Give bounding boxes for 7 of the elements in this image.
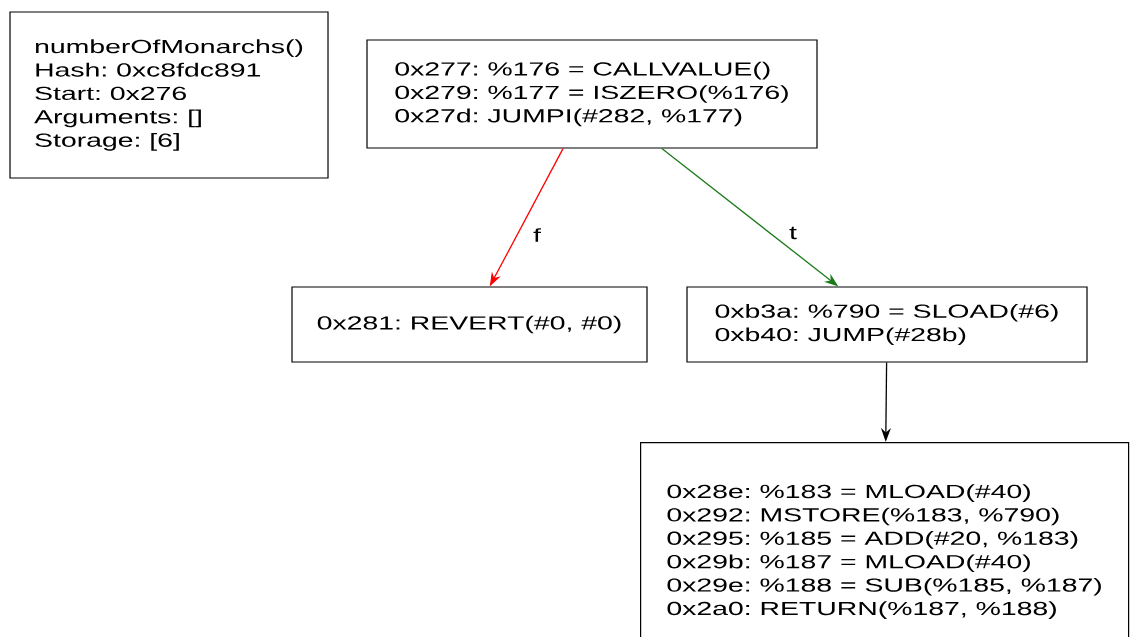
code-box: 0x28e: %183 = MLOAD(#40) 0x292: MSTORE(%183, %790) 0x295: %185 = ADD(#20, %183) 0x29b: %187 = MLOAD(#40) 0x29e: %188 = SUB(%185, %187) 0x2a0: RETURN(%187, %188) [640, 442, 1130, 637]
edge-label: t [787, 224, 799, 242]
code-box: 0xb3a: %790 = SLOAD(#6) 0xb40: JUMP(#28b) [686, 286, 1088, 363]
code-box: 0x281: REVERT(#0, #0) [291, 286, 648, 363]
edge-label: f [531, 226, 543, 244]
code-box: numberOfMonarchs() Hash: 0xc8fdc891 Start: 0x276 Arguments: [] Storage: [6] [9, 11, 329, 179]
code-box: 0x277: %176 = CALLVALUE() 0x279: %177 = ISZERO(%176) 0x27d: JUMPI(#282, %177) [366, 39, 818, 149]
